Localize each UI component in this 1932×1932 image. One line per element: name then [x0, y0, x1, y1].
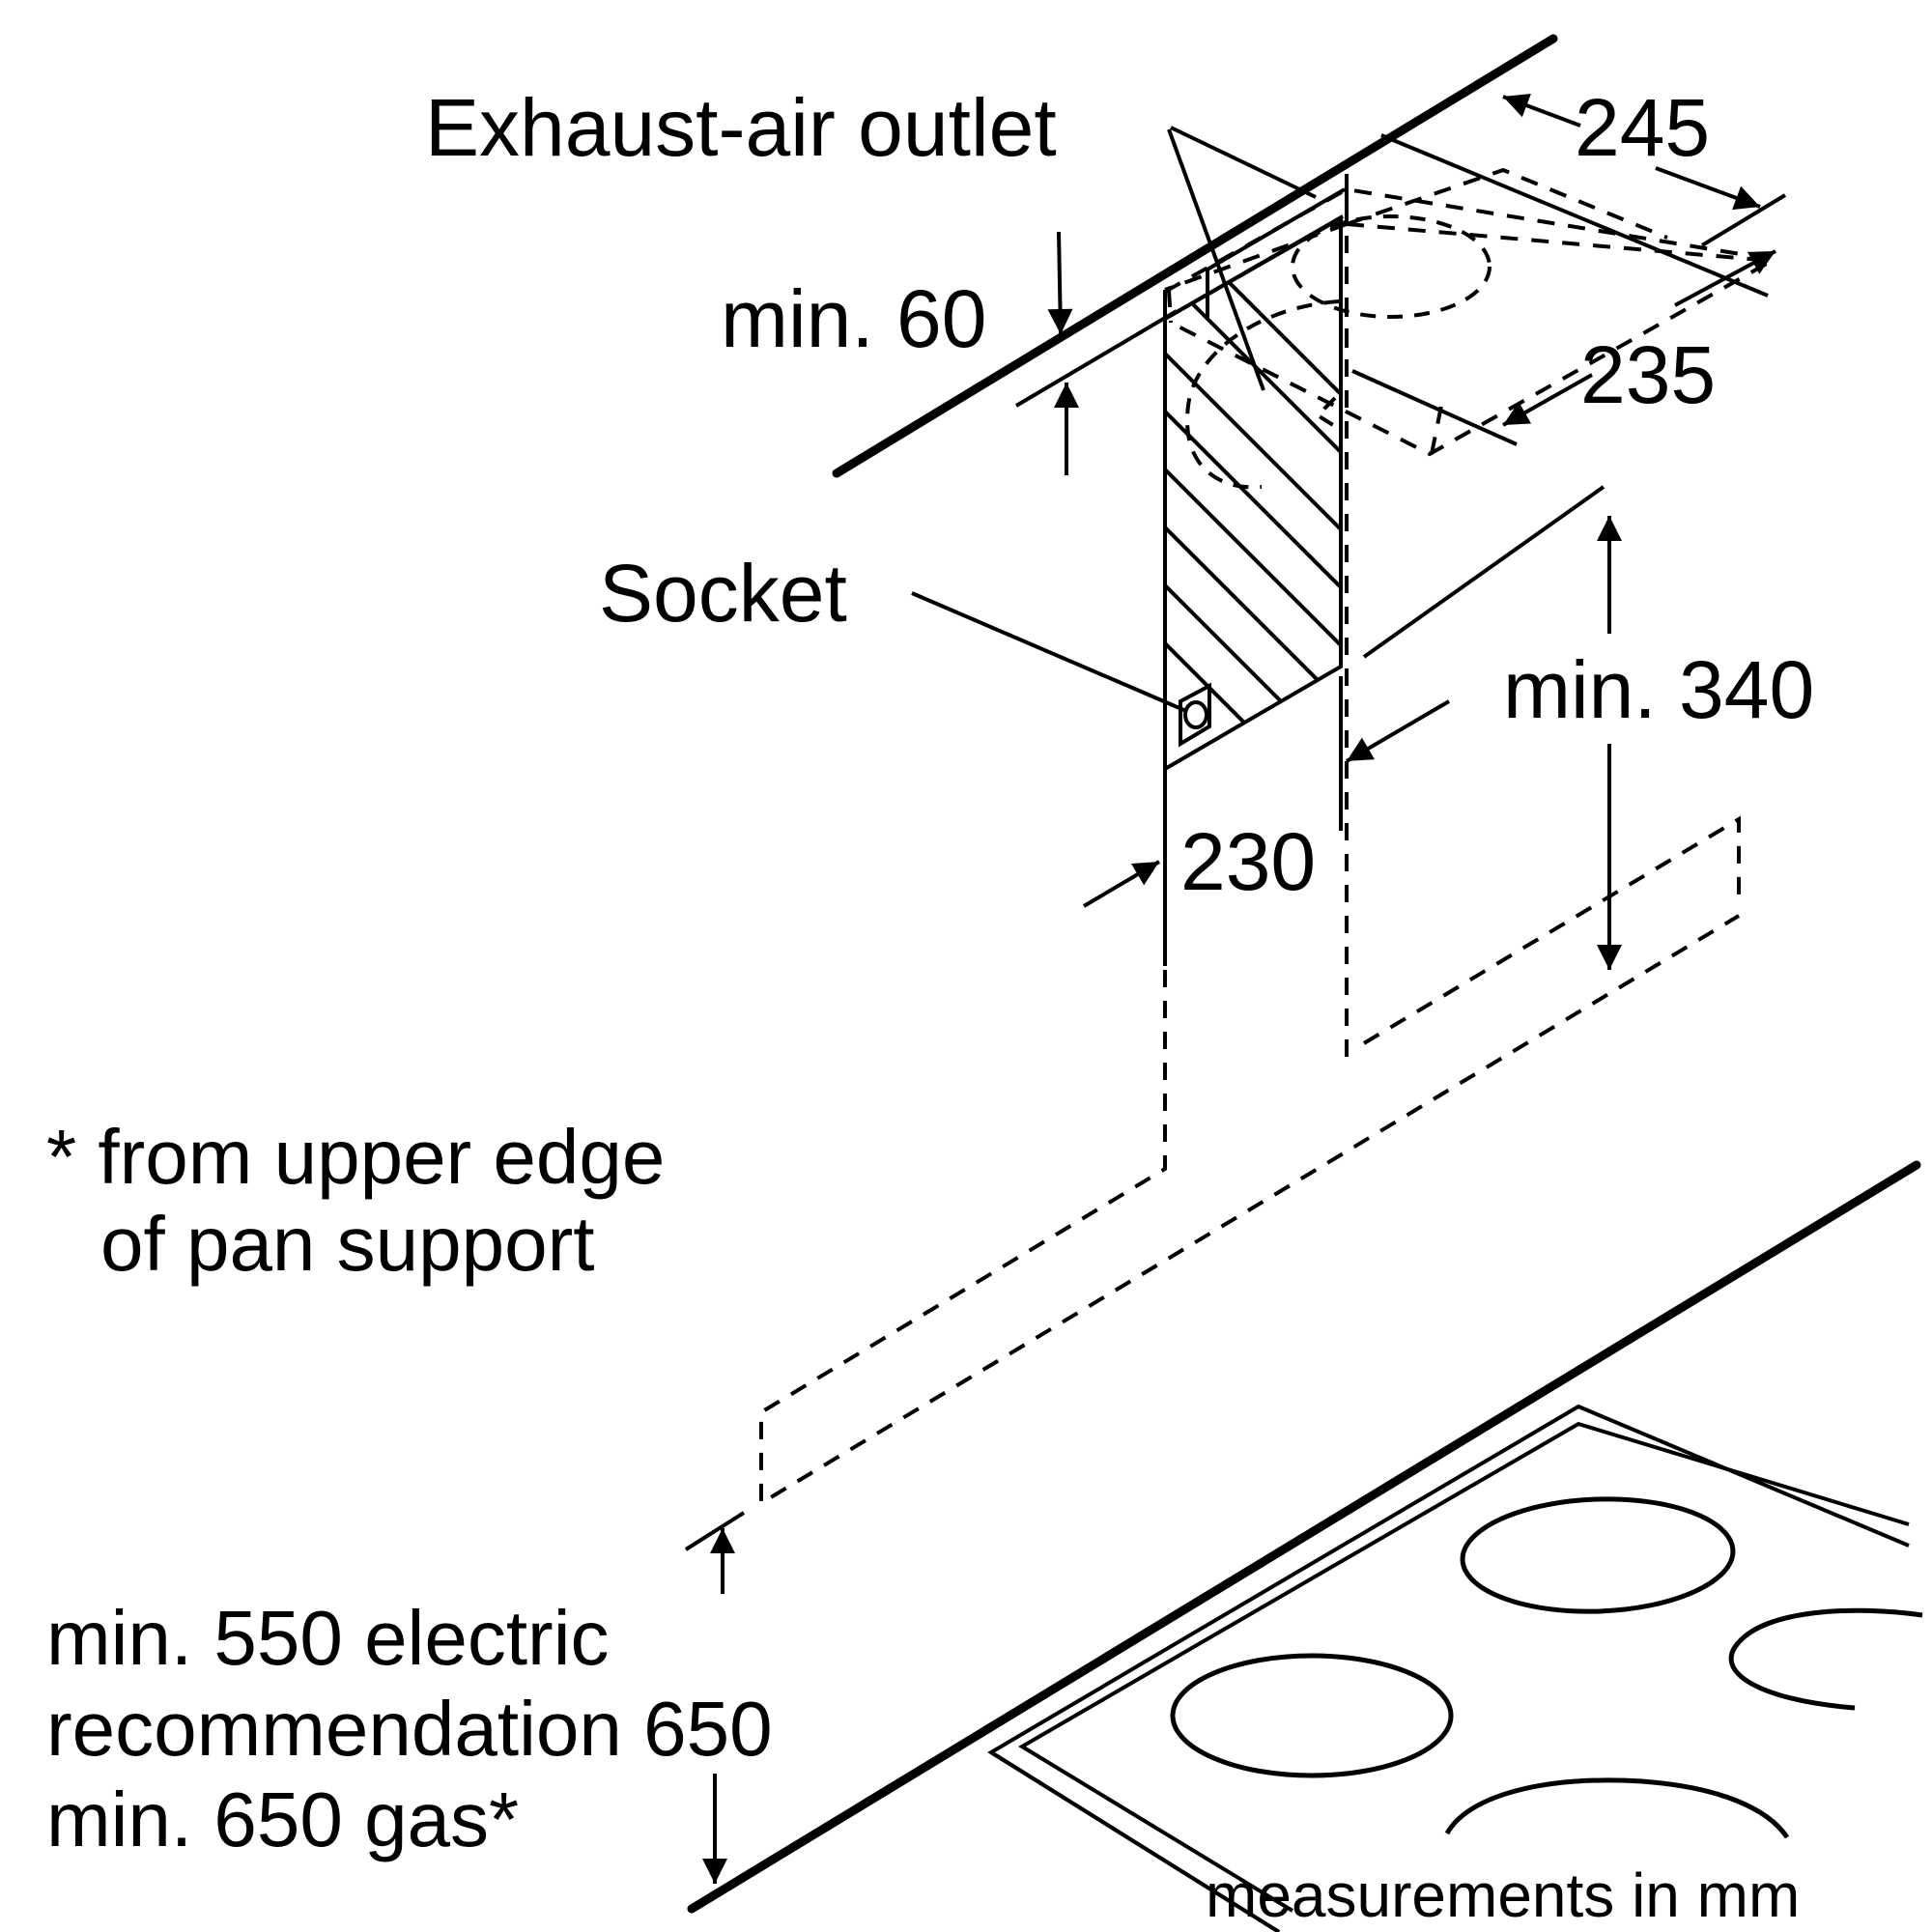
label-dim-245: 245 [1575, 82, 1711, 173]
worktop-line [687, 1160, 1921, 1914]
exhaust-circle-dashed [1185, 214, 1492, 490]
leader-socket [911, 591, 1187, 713]
hood-outline-dashed [759, 174, 1741, 1507]
label-clearance-line1: min. 550 electric [46, 1595, 610, 1681]
dim-min340-lines [1362, 485, 1622, 970]
label-exhaust-air-outlet: Exhaust-air outlet [425, 82, 1057, 173]
hob [987, 1404, 1910, 1932]
burner-front-left [1170, 1653, 1454, 1778]
label-note-line2: of pan support [100, 1201, 595, 1287]
dim-230-lines [1082, 676, 1451, 943]
dim-245-lines [1380, 93, 1787, 298]
burner-front-right [1444, 1777, 1790, 1839]
leader-exhaust-outlet [1167, 126, 1317, 391]
burner-rear-right [1728, 1607, 1923, 1711]
dim-min550-lines [684, 1511, 746, 1884]
label-clearance-line2: recommendation 650 [46, 1686, 773, 1772]
socket-icon [1179, 682, 1211, 748]
dim-min60-lines [1014, 231, 1179, 475]
label-dim-min-60: min. 60 [721, 273, 987, 364]
ceiling-line [832, 34, 1558, 478]
burner-rear-left [1460, 1496, 1736, 1614]
label-dim-min-340: min. 340 [1503, 644, 1815, 735]
label-dim-235: 235 [1580, 329, 1717, 420]
label-socket: Socket [599, 548, 847, 639]
label-units-note: measurements in mm [1206, 1861, 1801, 1930]
label-note-line1: * from upper edge [46, 1114, 666, 1200]
dim-235-lines [1351, 249, 1776, 446]
label-clearance-line3: min. 650 gas* [46, 1776, 520, 1862]
hob-burners [1170, 1496, 1923, 1839]
label-dim-230: 230 [1180, 816, 1317, 907]
